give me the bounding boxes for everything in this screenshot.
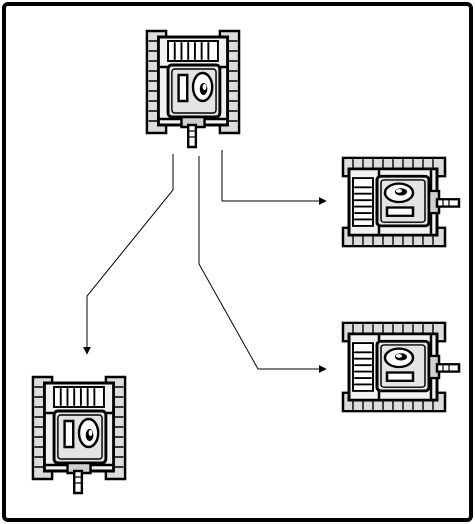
tank-icon bbox=[147, 31, 239, 147]
tank-right-lower-node bbox=[343, 323, 459, 411]
tank-icon bbox=[33, 377, 125, 493]
tank-bottom-left-node bbox=[33, 377, 125, 493]
tank-top-node bbox=[147, 31, 239, 147]
tank-icon bbox=[343, 158, 459, 246]
tank-icon bbox=[343, 323, 459, 411]
tank-right-upper-node bbox=[343, 158, 459, 246]
